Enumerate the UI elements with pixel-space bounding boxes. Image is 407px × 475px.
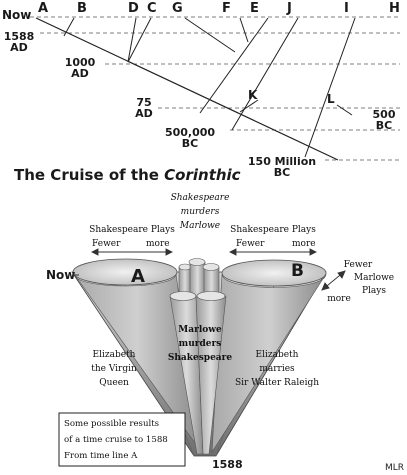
left-header: Shakespeare Plays — [89, 225, 175, 235]
caption-line-1: Some possible results — [64, 419, 159, 429]
timeline-letter-f: F — [222, 1, 231, 16]
title-prefix: The Cruise of the — [14, 166, 164, 184]
right-more-label: more — [292, 239, 316, 249]
timeline-letter-h: H — [389, 1, 400, 16]
side-note-line-2: Marlowe — [354, 273, 394, 283]
era-500000-suffix: BC — [182, 137, 198, 150]
era-150million-year: 150 Million — [248, 155, 316, 168]
marker-a: A — [131, 266, 145, 287]
header-arrows — [90, 248, 346, 291]
timeline-l — [336, 104, 353, 116]
possibility-cone — [71, 258, 327, 457]
main-timeline — [35, 17, 339, 161]
marker-b: B — [291, 261, 304, 281]
timeline-i — [304, 17, 356, 158]
tube-low-right-rim — [196, 291, 226, 301]
timeline-e — [199, 17, 269, 114]
timeline-j — [231, 17, 299, 131]
top-label-line-3: Marlowe — [179, 221, 220, 231]
right-label-line-1: Elizabeth — [256, 350, 299, 360]
tube-top-left-rim — [178, 263, 192, 271]
timeline-letter-j: J — [286, 1, 292, 16]
era-500000-year: 500,000 — [165, 126, 215, 139]
timeline-letter-k: K — [248, 88, 258, 102]
left-label-line-1: Elizabeth — [93, 350, 136, 360]
cone-a-rim — [72, 258, 178, 286]
cone-b-rim — [221, 259, 327, 287]
side-note-line-3: Plays — [362, 286, 386, 296]
tube-top-middle-rim — [188, 258, 206, 266]
cone-inner-labels: Marlowe murders Shakespeare — [168, 325, 232, 363]
top-label-line-2: murders — [181, 207, 220, 217]
timeline-c — [127, 17, 152, 63]
left-arrow-head-right — [165, 248, 174, 256]
era-75-suffix: AD — [135, 107, 153, 120]
left-fewer-label: Fewer — [92, 239, 121, 249]
top-label-line-1: Shakespeare — [171, 193, 230, 203]
center-label-line-2: murders — [179, 339, 222, 349]
cone-now-label: Now — [46, 268, 75, 282]
side-note-line-4: more — [327, 294, 351, 304]
cone-base-year: 1588 — [212, 458, 243, 471]
timeline-letter-l: L — [327, 92, 335, 106]
era-1000-year: 1000 — [65, 56, 96, 69]
caption-line-2: of a time cruise to 1588 — [64, 435, 168, 445]
timeline-d — [127, 17, 137, 63]
timeline-now-label: Now — [2, 8, 31, 22]
era-75-year: 75 — [136, 96, 151, 109]
right-arrow-head-left — [228, 248, 237, 256]
timeline-letter-c: C — [147, 1, 157, 16]
caption-box: Some possible results of a time cruise t… — [58, 412, 186, 467]
timeline-letter-d: D — [128, 1, 139, 16]
era-1000-suffix: AD — [71, 67, 89, 80]
timeline-diagram: A B D C G F E J I H Now 1588 AD 1000 AD … — [2, 1, 400, 179]
marlowe-arrow-head-bottom — [321, 282, 330, 291]
center-label-line-1: Marlowe — [178, 325, 222, 335]
timeline-k — [239, 99, 259, 113]
era-500bc-year: 500 — [373, 108, 396, 121]
tube-low-left-rim — [169, 291, 197, 301]
caption-box-frame — [58, 412, 186, 467]
side-note-line-1: Fewer — [344, 260, 373, 270]
era-1588-year: 1588 — [4, 30, 35, 43]
tube-top-right-rim — [202, 263, 220, 271]
timeline-b — [63, 17, 75, 37]
timeline-g — [184, 17, 236, 53]
left-label-line-3: Queen — [99, 378, 129, 388]
right-arrow-head-right — [309, 248, 318, 256]
center-label-line-3: Shakespeare — [168, 353, 232, 363]
timeline-f — [239, 17, 249, 43]
right-header: Shakespeare Plays — [230, 225, 316, 235]
cone-labels: Shakespeare murders Marlowe Shakespeare … — [89, 193, 394, 304]
cone-b-side — [211, 272, 327, 454]
left-more-label: more — [146, 239, 170, 249]
cone-side-labels: Elizabeth the Virgin Queen Elizabeth mar… — [91, 350, 319, 388]
timeline-letter-b: B — [77, 1, 87, 16]
author-signature: MLR — [385, 463, 404, 473]
era-150million-suffix: BC — [274, 166, 290, 179]
diagram-title: The Cruise of the Corinthic — [14, 166, 241, 184]
timeline-letter-g: G — [172, 1, 183, 16]
right-label-line-2: marries — [259, 364, 295, 374]
era-500bc-suffix: BC — [376, 119, 392, 132]
marlowe-arrow-head-top — [337, 270, 346, 279]
caption-line-3: From time line A — [64, 451, 138, 461]
right-label-line-3: Sir Walter Raleigh — [235, 378, 319, 388]
left-label-line-2: the Virgin — [91, 364, 137, 374]
timeline-letter-i: I — [344, 1, 349, 16]
era-1588-suffix: AD — [10, 41, 28, 54]
timeline-letter-e: E — [250, 1, 259, 16]
timeline-letter-a: A — [38, 1, 48, 16]
left-arrow-head-left — [90, 248, 99, 256]
title-ship-name: Corinthic — [164, 166, 241, 184]
right-fewer-label: Fewer — [236, 239, 265, 249]
